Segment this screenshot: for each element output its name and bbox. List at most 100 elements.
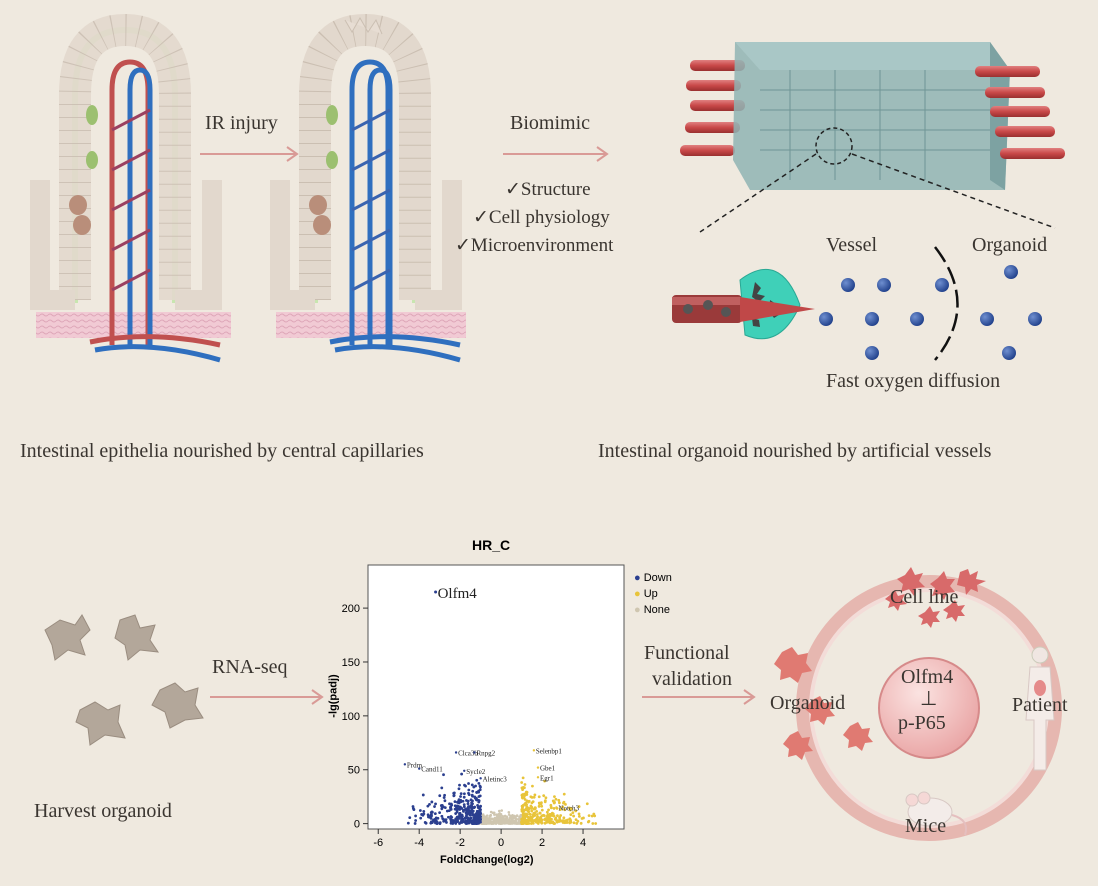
point-up [568,806,571,810]
point-none [489,810,493,814]
labeled-point [536,776,540,779]
point-up [528,812,532,816]
point-up [521,808,525,812]
legend-none: ● None [634,604,671,616]
point-down [453,800,457,804]
point-none [503,814,507,818]
point-down [433,812,437,816]
point-down [440,807,444,811]
point-down [452,794,456,798]
point-up [553,795,556,799]
point-down [467,819,470,823]
point-up [542,794,546,798]
point-none [496,814,500,817]
point-up [572,814,576,818]
point-up [554,797,558,801]
x-tick-label: 0 [498,837,504,849]
point-up [521,821,525,825]
point-none [498,813,502,817]
point-up [542,813,545,817]
point-down [443,793,446,797]
point-up [555,819,559,822]
point-down [436,816,440,820]
point-down [471,813,475,817]
point-up [559,808,562,811]
x-tick-label: -4 [414,837,424,849]
point-down [442,773,445,777]
point-up [577,814,581,818]
point-down [464,812,468,816]
point-down [459,795,462,798]
point-down [452,791,456,795]
point-none [511,817,514,821]
point-up [546,820,549,823]
injured-villus-illustration [270,13,466,363]
point-up [533,806,537,810]
functional-label: Functional [644,642,730,664]
point-none [482,819,485,823]
point-down [475,815,478,818]
point-up [535,813,539,816]
point-down [469,809,473,813]
point-up [537,804,541,808]
labeled-point [555,806,558,809]
point-down [454,812,458,815]
point-up [585,802,589,806]
healthy-villus-illustration [30,13,231,363]
point-down [457,798,461,802]
point-down [459,820,463,823]
point-up [579,821,583,825]
point-down [465,821,469,825]
vascularized-scaffold-illustration [680,42,1065,233]
point-up [537,795,541,799]
point-none [513,816,516,819]
checklist-microenvironment: ✓Microenvironment [455,235,614,256]
point-up [571,811,575,815]
point-label: Selenbp1 [536,747,563,755]
validation-label: validation [652,668,732,690]
point-down [456,819,459,823]
arrow-rna-seq [210,689,324,705]
point-up [531,800,535,804]
x-tick-label: 4 [580,837,586,849]
point-none [494,822,498,825]
labeled-point [434,590,438,594]
point-down [421,793,425,797]
point-up [538,811,542,815]
point-label: Olfm4 [438,586,478,602]
point-label: Egr1 [540,774,554,782]
point-down [442,819,446,823]
point-up [539,802,543,806]
point-down [408,816,412,819]
point-up [525,793,529,796]
point-down [477,820,481,824]
point-down [434,802,437,806]
point-down [475,778,479,782]
point-up [522,795,526,799]
point-down [467,782,470,785]
point-up [530,807,533,810]
point-none [515,822,519,825]
x-axis-label: FoldChange(log2) [440,854,534,866]
point-down [445,821,448,824]
point-up [544,796,548,800]
chart-title: HR_C [472,537,511,553]
point-none [485,820,489,823]
point-up [522,811,525,815]
point-none [503,822,507,825]
point-none [515,814,519,817]
point-down [448,802,451,806]
point-label: Sycle2 [466,768,486,776]
point-up [544,817,547,821]
point-down [430,800,434,804]
point-up [562,816,566,820]
point-up [593,814,597,818]
point-up [531,784,534,788]
vessel-detail-illustration [672,246,959,361]
point-up [525,805,529,809]
point-up [574,809,578,813]
point-down [462,809,465,813]
point-down [457,787,461,791]
y-tick-label: 150 [342,657,360,669]
